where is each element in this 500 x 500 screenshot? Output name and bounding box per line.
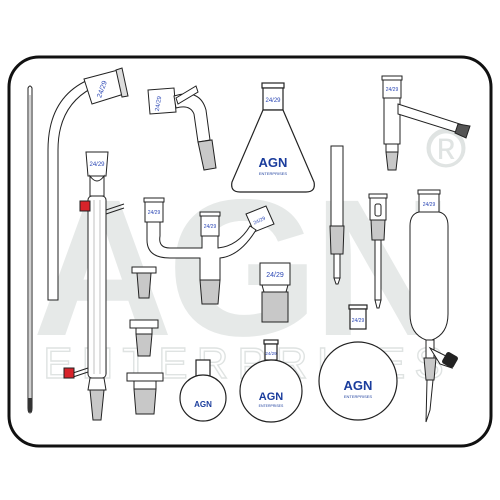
claisen-right-joint-label: 24/29 xyxy=(253,216,267,227)
stopper-small xyxy=(131,266,157,299)
claisen-left-joint-label: 24/29 xyxy=(148,210,161,216)
claisen-adapter: 24/29 24/29 24/29 xyxy=(143,197,275,305)
thermometer-pocket xyxy=(368,193,388,309)
stopper-large xyxy=(126,372,164,415)
condenser-joint-label: 24/29 xyxy=(89,162,105,168)
registered-mark-circle xyxy=(426,128,466,168)
claisen-mid-joint-label: 24/29 xyxy=(204,224,217,230)
thermometer xyxy=(27,85,33,414)
stopper-medium xyxy=(129,319,159,357)
round-flask-large: 24/29 AGN ENTERPRISES xyxy=(318,304,398,421)
distill-head-joint-label: 24/29 xyxy=(386,87,399,93)
conical-flask: 24/29 AGN ENTERPRISES xyxy=(231,82,315,193)
small-rbf-joint-label: 24/29 xyxy=(265,351,277,356)
dropping-funnel-joint-label: 24/29 xyxy=(423,202,436,208)
elbow-adapter: 24/29 xyxy=(147,85,217,171)
cone-joint: 24/29 xyxy=(259,262,291,323)
rbf-medium-logo-sub: ENTERPRISES xyxy=(259,404,284,408)
dropping-funnel: 24/29 xyxy=(409,189,458,423)
round-flask-medium: 24/29 AGN ENTERPRISES xyxy=(239,339,303,423)
elbow-adapter-joint-label: 24/29 xyxy=(155,95,164,111)
rbf-large-logo-sub: ENTERPRISES xyxy=(344,394,373,399)
cone-joint-label: 24/29 xyxy=(266,272,284,279)
rbf-small-logo: AGN xyxy=(194,400,212,409)
rbf-medium-logo: AGN xyxy=(259,391,284,403)
conical-flask-logo-sub: ENTERPRISES xyxy=(259,171,288,176)
round-flask-small: AGN xyxy=(179,359,227,422)
straight-adapter-tube xyxy=(329,145,345,285)
bent-long-adapter: 24/29 xyxy=(47,67,129,301)
large-rbf-joint-label: 24/29 xyxy=(352,318,365,324)
liebig-condenser: 24/29 xyxy=(63,151,125,421)
distillation-head: 24/29 xyxy=(381,75,471,171)
conical-flask-joint-label: 24/29 xyxy=(265,98,281,104)
conical-flask-logo: AGN xyxy=(259,155,288,170)
rbf-large-logo: AGN xyxy=(344,378,373,393)
